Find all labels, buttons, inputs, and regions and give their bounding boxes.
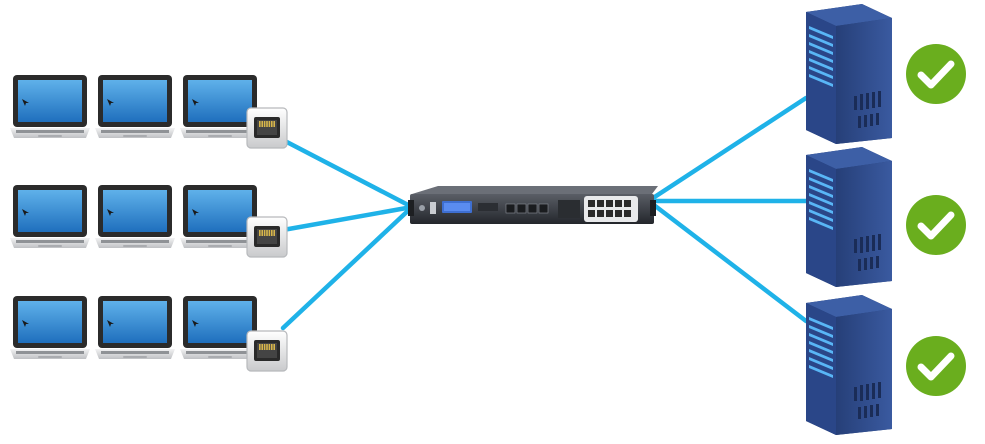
- laptop-icon: [95, 75, 175, 138]
- client-group-2: [10, 185, 287, 257]
- laptop-icon: [10, 75, 90, 138]
- checkmark-icon: [906, 44, 966, 104]
- laptop-icon: [95, 185, 175, 248]
- server-tower-icon: [806, 295, 892, 435]
- server-tower-icon: [806, 4, 892, 144]
- ethernet-port-icon: [247, 217, 287, 257]
- ethernet-port-icon: [247, 331, 287, 371]
- laptop-icon: [10, 185, 90, 248]
- checkmark-icon: [906, 336, 966, 396]
- load-balancer-appliance-icon: [408, 186, 658, 224]
- link-client-group-1: [283, 140, 412, 207]
- link-server-3: [650, 202, 806, 321]
- server-2: [806, 147, 966, 287]
- client-group-3: [10, 296, 287, 371]
- ethernet-port-icon: [247, 108, 287, 148]
- client-group-1: [10, 75, 287, 148]
- laptop-icon: [10, 296, 90, 359]
- checkmark-icon: [906, 195, 966, 255]
- link-server-1: [650, 98, 806, 200]
- server-3: [806, 295, 966, 435]
- server-1: [806, 4, 966, 144]
- server-tower-icon: [806, 147, 892, 287]
- laptop-icon: [95, 296, 175, 359]
